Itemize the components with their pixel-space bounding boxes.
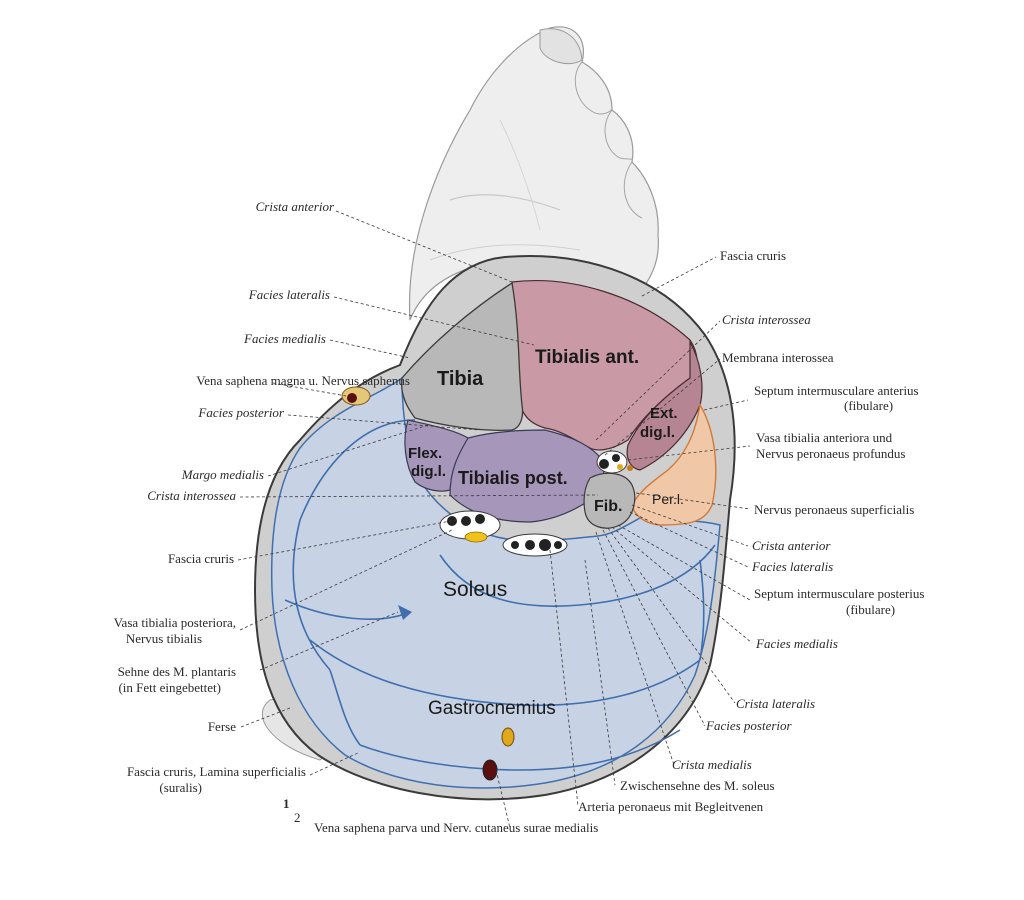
label-crista-anterior: Crista anterior — [256, 199, 335, 214]
label-facies-medialis-r2: Facies medialis — [755, 636, 838, 651]
arteria-peronaea — [502, 533, 568, 557]
scale-denominator: 2 — [294, 810, 301, 825]
label-vasa-tib-ant-1: Vasa tibialia anteriora und — [756, 430, 893, 445]
label-septum-post-2: (fibulare) — [846, 602, 895, 617]
label-arteria-peronaeus: Arteria peronaeus mit Begleitvenen — [578, 799, 764, 814]
label-septum-ant-2: (fibulare) — [844, 398, 893, 413]
fib-label: Fib. — [594, 498, 622, 515]
label-facies-posterior: Facies posterior — [197, 405, 285, 420]
label-crista-interossea-l: Crista interossea — [147, 488, 236, 503]
leader-lines — [237, 210, 753, 829]
vena-saphena-magna — [341, 386, 371, 406]
vasa-tibialia-posteriora — [439, 510, 501, 543]
label-facies-lateralis: Facies lateralis — [248, 287, 330, 302]
fibula-bone — [583, 472, 636, 529]
label-septum-post-1: Septum intermusculare posterius — [754, 586, 924, 601]
label-margo-medialis: Margo medialis — [181, 467, 264, 482]
vena-saphena-parva — [482, 727, 515, 781]
ext-dig-label-2: dig.l. — [640, 424, 675, 441]
ext-dig-region — [626, 339, 703, 471]
label-vasa-tib-ant-2: Nervus peronaeus profundus — [756, 446, 905, 461]
label-zwischensehne: Zwischensehne des M. soleus — [620, 778, 775, 793]
label-septum-ant-1: Septum intermusculare anterius — [754, 383, 919, 398]
label-fascia-lamina-1: Fascia cruris, Lamina superficialis — [127, 764, 306, 779]
label-sehne-2: (in Fett eingebettet) — [118, 680, 221, 695]
fascia-line-3 — [309, 639, 701, 707]
soleus-label: Soleus — [443, 578, 507, 601]
label-membrana-interossea: Membrana interossea — [722, 350, 834, 365]
label-fascia-cruris-l: Fascia cruris — [168, 551, 234, 566]
plantaris-tendon — [398, 605, 412, 620]
flex-dig-label-1: Flex. — [408, 445, 442, 462]
label-ferse: Ferse — [208, 719, 236, 734]
label-facies-lateralis-r2: Facies lateralis — [751, 559, 833, 574]
tibialis-ant-label: Tibialis ant. — [535, 347, 639, 368]
fascia-line-6 — [329, 669, 361, 746]
label-fascia-cruris-r: Fascia cruris — [720, 248, 786, 263]
fascia-line-1 — [292, 419, 416, 671]
label-crista-interossea-r: Crista interossea — [722, 312, 811, 327]
label-nervus-peron-sup: Nervus peronaeus superficialis — [754, 502, 914, 517]
label-crista-medialis: Crista medialis — [672, 757, 752, 772]
ext-dig-label-1: Ext. — [650, 405, 678, 422]
tibia-label: Tibia — [437, 368, 484, 390]
label-crista-lateralis: Crista lateralis — [736, 696, 815, 711]
label-facies-medialis: Facies medialis — [243, 331, 326, 346]
tibialis-post-label: Tibialis post. — [458, 468, 568, 488]
label-vasa-tib-post-2: Nervus tibialis — [126, 631, 202, 646]
flex-dig-label-2: dig.l. — [411, 463, 446, 480]
fascia-line-5 — [359, 729, 681, 771]
label-facies-posterior-r2: Facies posterior — [705, 718, 793, 733]
label-sehne-1: Sehne des M. plantaris — [118, 664, 236, 679]
label-crista-anterior-r2: Crista anterior — [752, 538, 831, 553]
label-vena-saphena-parva: Vena saphena parva und Nerv. cutaneus su… — [314, 820, 598, 835]
tibia-bone — [400, 281, 524, 431]
per-label: Per.l. — [652, 491, 684, 507]
label-fascia-lamina-2: (suralis) — [159, 780, 202, 795]
label-vasa-tib-post-1: Vasa tibialia posteriora, — [114, 615, 236, 630]
scale-numerator: 1 — [283, 796, 290, 811]
gastrocnemius-label: Gastrocnemius — [428, 698, 556, 719]
label-vena-saphena-magna: Vena saphena magna u. Nervus saphenus — [196, 373, 410, 388]
fascia-line-2 — [439, 544, 716, 607]
vasa-tibialia-anteriora — [596, 450, 633, 474]
fascia-line-4 — [284, 599, 411, 620]
